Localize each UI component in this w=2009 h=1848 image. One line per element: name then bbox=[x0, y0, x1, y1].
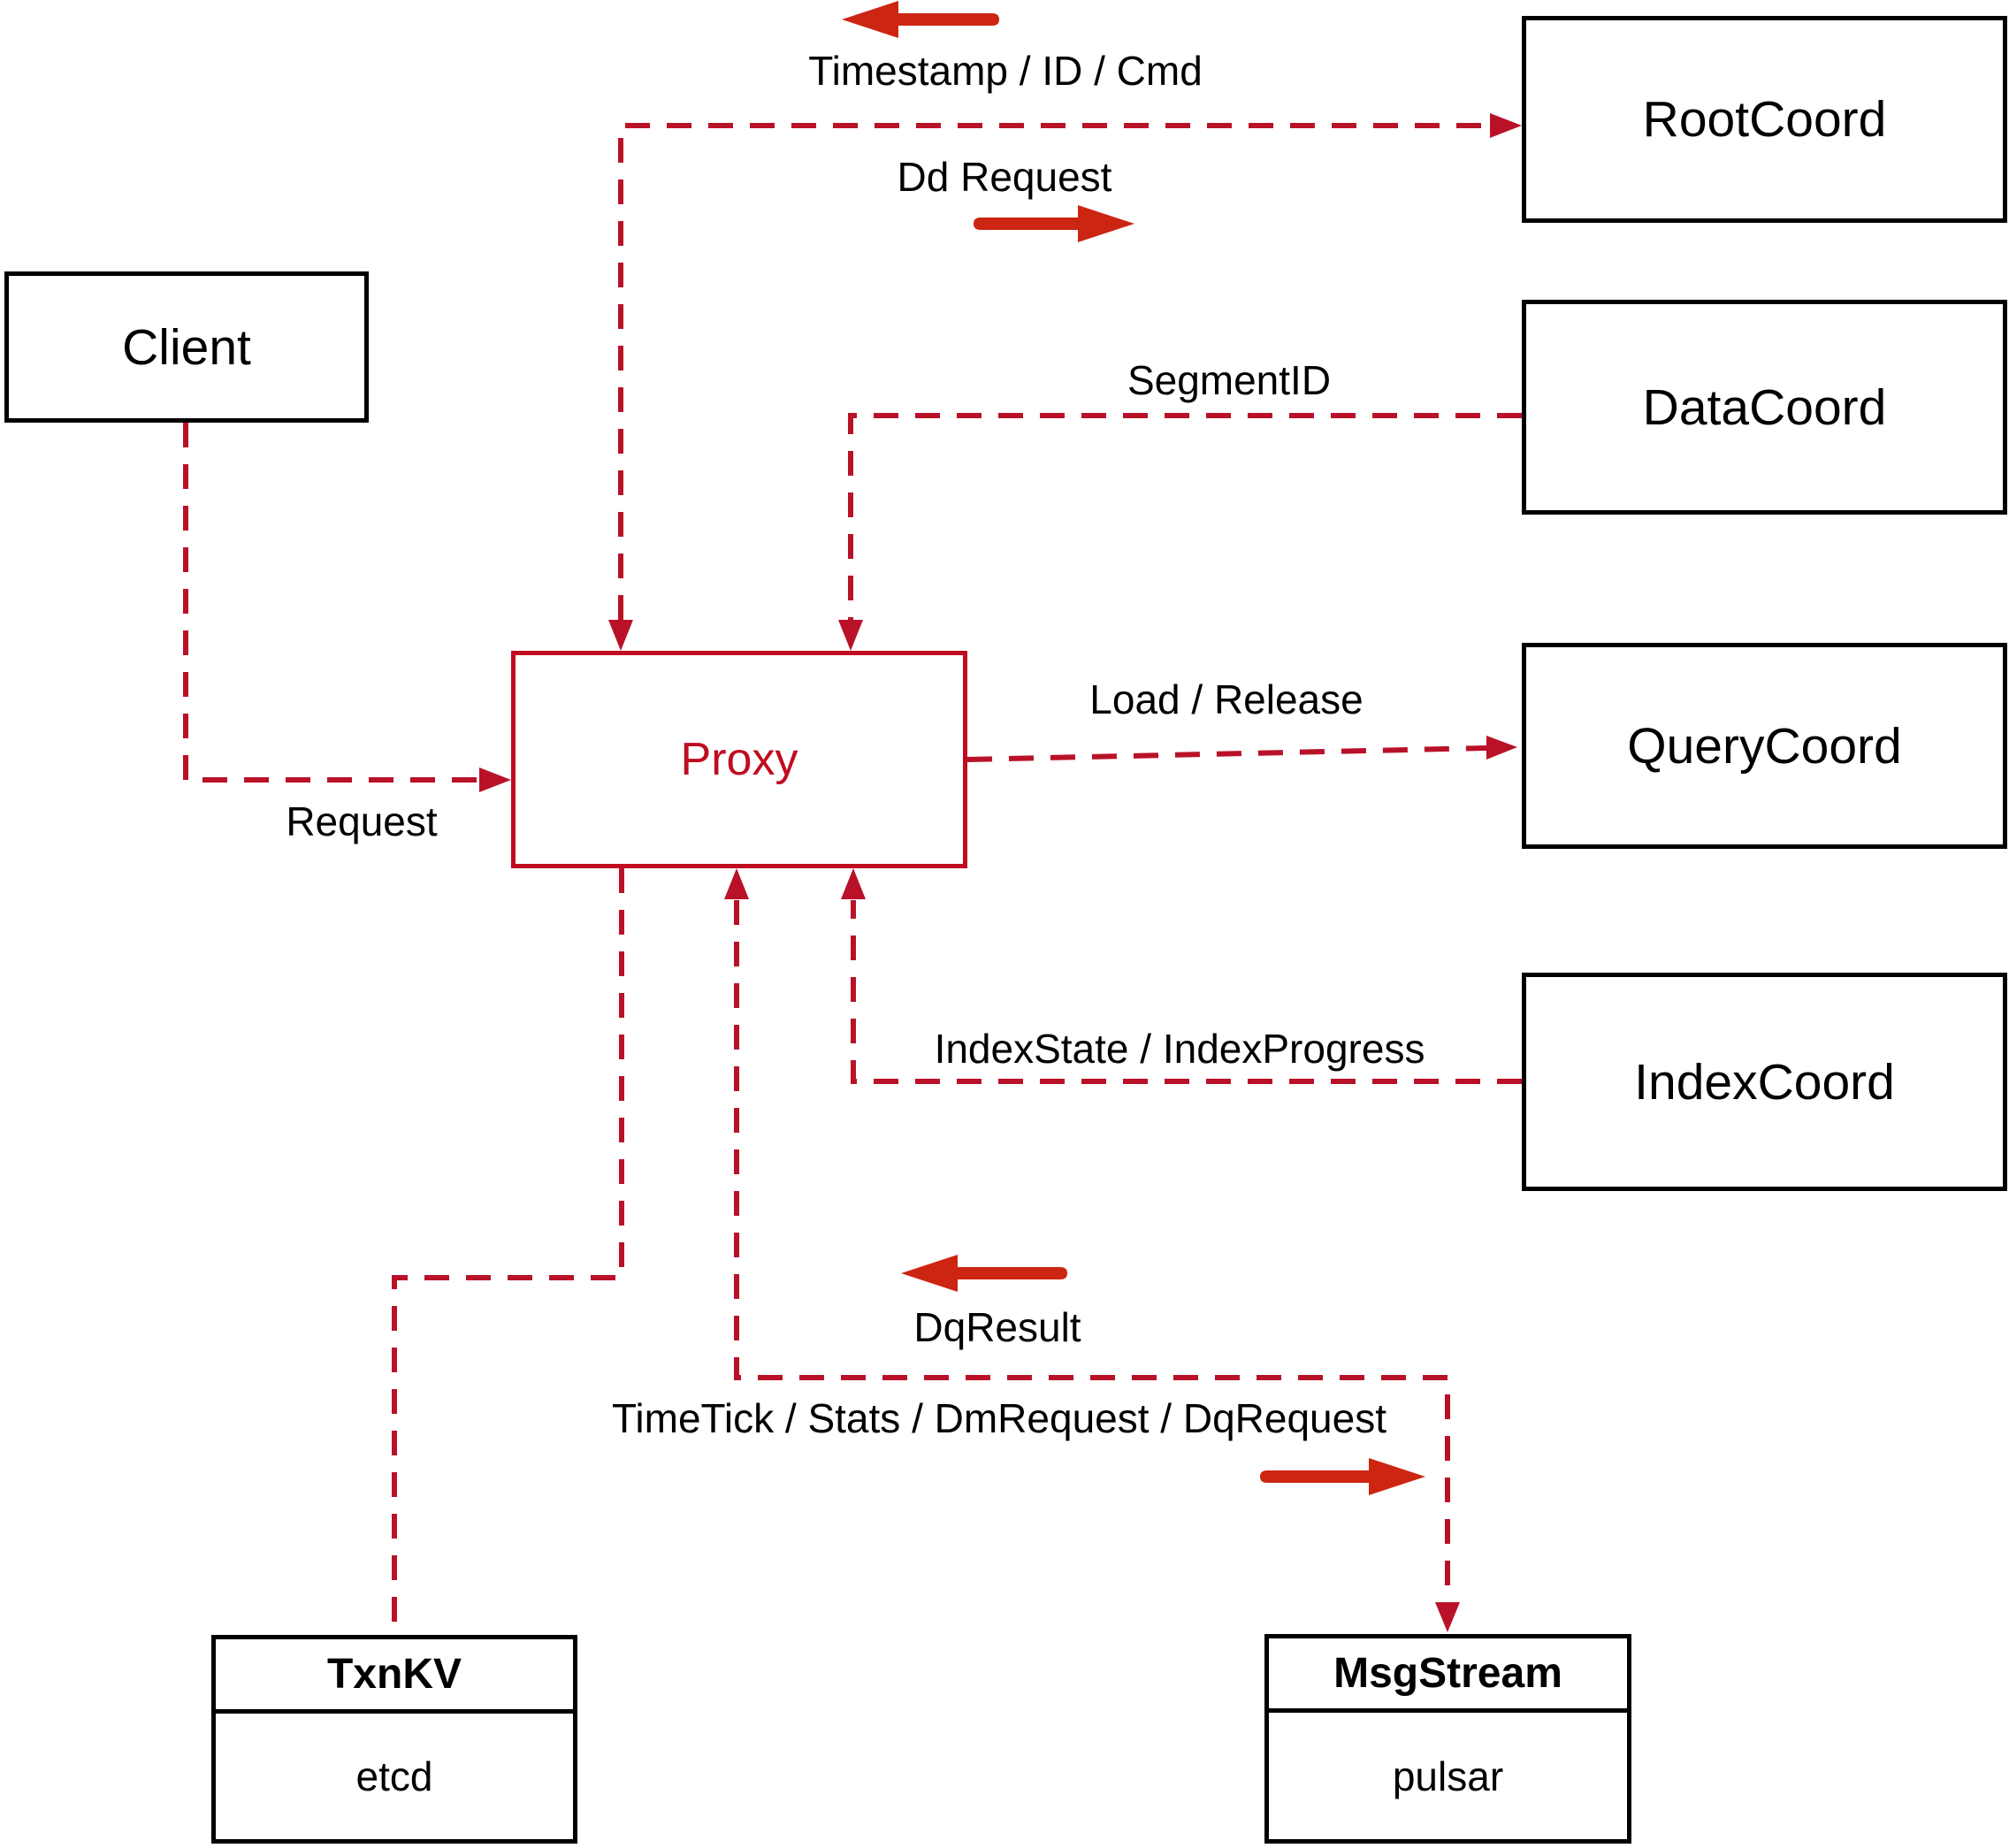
edge-label-index-state-progress: IndexState / IndexProgress bbox=[934, 1026, 1425, 1072]
node-querycoord: QueryCoord bbox=[1522, 643, 2007, 849]
datacoord-label: DataCoord bbox=[1642, 378, 1887, 436]
arrowhead-into-proxy-bottom-right-icon bbox=[841, 868, 866, 899]
dd-request-direction-arrow-right-icon bbox=[974, 205, 1134, 242]
proxy-label: Proxy bbox=[680, 734, 798, 785]
arrowhead-into-querycoord-icon bbox=[1486, 736, 1517, 760]
rootcoord-label: RootCoord bbox=[1642, 91, 1887, 148]
connector-indexcoord-proxy bbox=[851, 900, 1522, 1084]
arrowhead-into-proxy-top-right-icon bbox=[838, 620, 863, 651]
node-indexcoord: IndexCoord bbox=[1522, 973, 2007, 1191]
edge-label-timestamp-id-cmd: Timestamp / ID / Cmd bbox=[808, 48, 1203, 94]
edge-label-segment-id: SegmentID bbox=[1127, 357, 1332, 403]
connector-proxy-txnkv bbox=[392, 868, 624, 1633]
connector-client-proxy bbox=[183, 423, 479, 783]
node-msgstream: MsgStream pulsar bbox=[1264, 1634, 1631, 1844]
edge-label-load-release: Load / Release bbox=[1089, 676, 1364, 722]
arrowhead-into-proxy-top-left-icon bbox=[608, 620, 633, 651]
edge-label-dq-result: DqResult bbox=[913, 1304, 1081, 1350]
msgstream-impl: pulsar bbox=[1392, 1753, 1504, 1799]
client-label: Client bbox=[122, 318, 251, 376]
edge-label-request: Request bbox=[286, 798, 438, 844]
connector-datacoord-proxy bbox=[848, 413, 1522, 620]
edge-label-dd-request: Dd Request bbox=[897, 154, 1112, 200]
timestamp-direction-arrow-left-icon bbox=[842, 1, 999, 38]
node-client: Client bbox=[4, 271, 369, 423]
querycoord-label: QueryCoord bbox=[1627, 717, 1902, 775]
node-proxy: Proxy bbox=[511, 651, 967, 868]
node-txnkv: TxnKV etcd bbox=[211, 1635, 577, 1844]
arrowhead-into-msgstream-icon bbox=[1435, 1602, 1460, 1632]
txnkv-title: TxnKV bbox=[216, 1639, 573, 1714]
arrowhead-into-proxy-bottom-left-icon bbox=[724, 868, 749, 899]
connector-proxy-querycoord bbox=[966, 745, 1487, 762]
txnkv-impl: etcd bbox=[355, 1753, 433, 1799]
time-tick-direction-arrow-right-icon bbox=[1260, 1458, 1425, 1495]
node-datacoord: DataCoord bbox=[1522, 300, 2007, 515]
edge-label-time-tick: TimeTick / Stats / DmRequest / DqRequest bbox=[612, 1395, 1386, 1441]
arrowhead-into-rootcoord-icon bbox=[1490, 113, 1522, 138]
dq-result-direction-arrow-left-icon bbox=[901, 1255, 1067, 1292]
msgstream-title: MsgStream bbox=[1269, 1638, 1627, 1713]
arrowhead-into-proxy-left-icon bbox=[479, 767, 511, 792]
connector-proxy-msgstream bbox=[734, 900, 1450, 1602]
node-rootcoord: RootCoord bbox=[1522, 16, 2007, 223]
indexcoord-label: IndexCoord bbox=[1634, 1053, 1895, 1111]
